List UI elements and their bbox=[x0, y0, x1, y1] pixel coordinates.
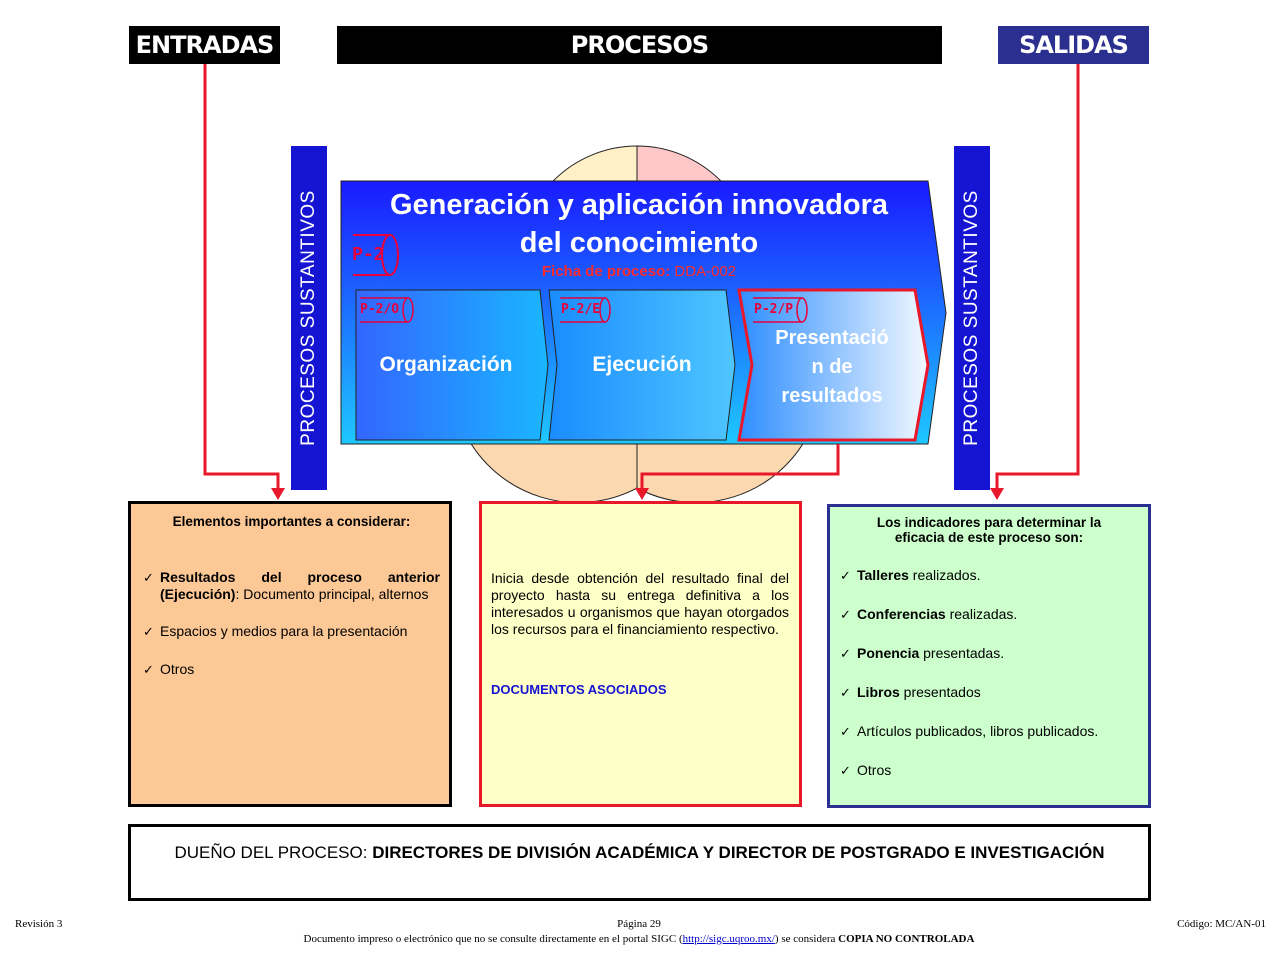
connector-arrows bbox=[203, 64, 1080, 490]
footer-page: Página 29 bbox=[617, 918, 661, 930]
sigc-portal-link[interactable]: http://sigc.uqroo.mx/ bbox=[682, 933, 775, 945]
list-item: Libros presentados bbox=[840, 684, 1138, 701]
arrow-head-icon bbox=[635, 488, 649, 500]
stage-code-presentacion: P-2/P bbox=[754, 302, 794, 317]
list-item: Conferencias realizadas. bbox=[840, 606, 1138, 623]
process-owner-box: DUEÑO DEL PROCESO: DIRECTORES DE DIVISIÓ… bbox=[128, 824, 1151, 901]
header-processes: PROCESOS bbox=[337, 26, 942, 64]
cylinder-icon bbox=[753, 297, 808, 323]
stage-label-ejecucion: Ejecución bbox=[592, 353, 692, 376]
stage-label-organizacion: Organización bbox=[379, 353, 513, 376]
process-description-box: Inicia desde obtención del resultado fin… bbox=[479, 501, 802, 807]
list-item: Artículos publicados, libros publicados. bbox=[840, 723, 1138, 740]
footer-code: Código: MC/AN-01 bbox=[1177, 918, 1266, 930]
stage-chevron-presentacion bbox=[737, 288, 930, 442]
header-inputs: ENTRADAS bbox=[129, 26, 280, 64]
inputs-heading: Elementos importantes a considerar: bbox=[172, 514, 411, 529]
list-item: Ponencia presentadas. bbox=[840, 645, 1138, 662]
list-item: Talleres realizados. bbox=[840, 567, 1138, 584]
stage-code-ejecucion: P-2/E bbox=[561, 302, 601, 317]
side-bar-right: PROCESOS SUSTANTIVOS bbox=[954, 146, 990, 490]
list-item: Otros bbox=[840, 762, 1138, 779]
outputs-box: Los indicadores para determinar la efica… bbox=[827, 504, 1151, 808]
footer-revision: Revisión 3 bbox=[15, 918, 63, 930]
process-title: Generación y aplicación innovadora del c… bbox=[390, 189, 888, 259]
owner-label: DUEÑO DEL PROCESO: bbox=[174, 843, 373, 862]
process-code: P-2 bbox=[352, 244, 385, 265]
list-item: Otros bbox=[143, 661, 440, 678]
stage-chevron-ejecucion bbox=[548, 289, 736, 441]
outputs-heading: Los indicadores para determinar la efica… bbox=[876, 515, 1102, 545]
side-bar-left: PROCESOS SUSTANTIVOS bbox=[291, 146, 327, 490]
cylinder-icon bbox=[560, 297, 611, 323]
arrow-head-icon bbox=[271, 488, 285, 500]
list-item: Espacios y medios para la presentación bbox=[143, 623, 440, 640]
process-description: Inicia desde obtención del resultado fin… bbox=[491, 570, 789, 637]
side-label: PROCESOS SUSTANTIVOS bbox=[298, 190, 319, 446]
owner-value: DIRECTORES DE DIVISIÓN ACADÉMICA Y DIREC… bbox=[372, 843, 1105, 862]
associated-documents-link[interactable]: DOCUMENTOS ASOCIADOS bbox=[491, 682, 667, 697]
cylinder-icon bbox=[360, 297, 414, 323]
cylinder-icon bbox=[353, 234, 399, 276]
stage-label-presentacion: Presentació n de resultados bbox=[775, 327, 889, 407]
arrow-head-icon bbox=[990, 488, 1004, 500]
inputs-box: Elementos importantes a considerar: Resu… bbox=[128, 501, 452, 807]
process-ficha: Ficha de proceso: DDA-002 bbox=[541, 263, 737, 280]
stage-chevron-organizacion bbox=[355, 289, 549, 441]
stage-code-organizacion: P-2/O bbox=[360, 302, 400, 317]
list-item: Resultados del proceso anterior (Ejecuci… bbox=[143, 569, 440, 603]
side-label: PROCESOS SUSTANTIVOS bbox=[961, 190, 982, 446]
footer-notice: Documento impreso o electrónico que no s… bbox=[303, 933, 975, 945]
header-outputs: SALIDAS bbox=[998, 26, 1149, 64]
